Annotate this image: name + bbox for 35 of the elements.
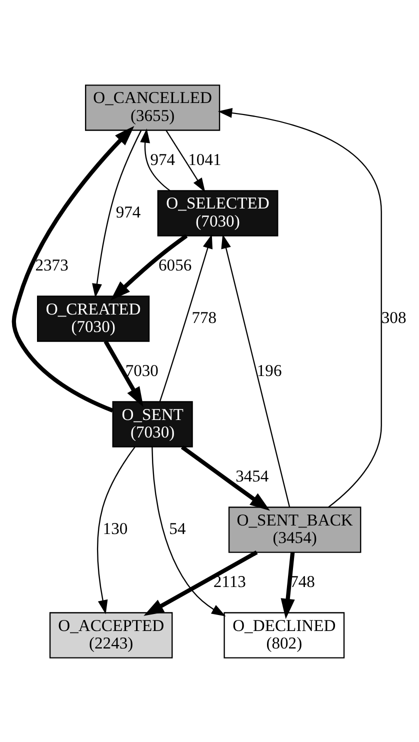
edge-label: 2373 — [34, 254, 68, 274]
arrow — [103, 340, 143, 407]
node-box: O_SENT (7030) — [112, 400, 192, 447]
edge-label: 974 — [115, 202, 140, 222]
edge-label: 308 — [380, 308, 406, 327]
node-box: O_ACCEPTED (2243) — [48, 612, 172, 658]
arrow — [165, 129, 205, 192]
edge-label: 3454 — [235, 466, 268, 485]
edge-label: 778 — [191, 308, 216, 327]
arrow — [220, 234, 290, 506]
arrow — [280, 552, 294, 618]
arrow — [180, 444, 270, 510]
edge-label: 196 — [256, 360, 282, 380]
arrow — [92, 130, 142, 298]
arrow — [217, 108, 382, 508]
arrow — [151, 446, 226, 616]
edge-label: 7030 — [124, 360, 158, 380]
edge-label: 130 — [102, 518, 128, 538]
arrow — [140, 128, 170, 191]
node-box: O_SELECTED (7030) — [156, 190, 278, 236]
arrow — [158, 234, 212, 402]
arrow — [96, 446, 136, 614]
arrow — [143, 550, 258, 616]
edge-label: 974 — [150, 149, 175, 168]
node-box: O_CREATED (7030) — [36, 295, 150, 342]
edge-label: 2113 — [212, 571, 246, 590]
edge-label: 6056 — [158, 254, 192, 274]
node-box: O_DECLINED (802) — [223, 612, 344, 658]
node-box: O_CANCELLED (3655) — [84, 84, 220, 130]
node-box: O_SENT_BACK (3454) — [228, 506, 361, 552]
edge-label: 1041 — [188, 149, 221, 168]
arrow — [11, 125, 134, 412]
edge-label: 748 — [290, 571, 314, 590]
edge-label: 54 — [168, 518, 186, 538]
arrow — [110, 234, 188, 300]
